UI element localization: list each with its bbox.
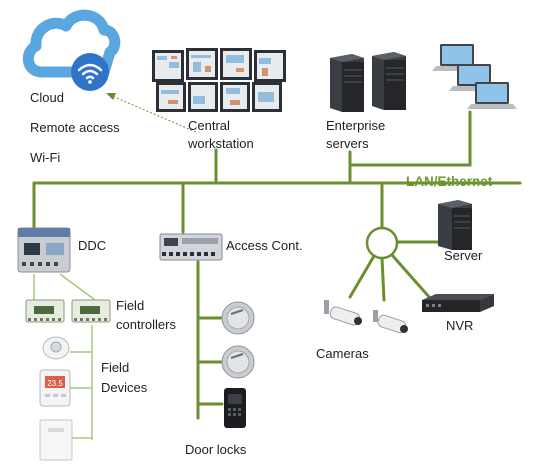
workstation-label-line1: Central (188, 118, 230, 133)
laptop-icon (449, 64, 499, 91)
smart-lock-icon (221, 345, 255, 379)
smart-lock-icon (221, 301, 255, 335)
laptops-uplink (348, 110, 472, 167)
wifi-label: Wi-Fi (30, 150, 61, 165)
remote-access-label: Remote access (30, 120, 120, 135)
svg-text:23.5: 23.5 (47, 379, 63, 388)
network-lines (32, 110, 522, 420)
ddc-device-icon (17, 227, 71, 273)
hub-to-camera-2 (380, 256, 386, 302)
server-label: Server (444, 248, 483, 263)
nvr-device-icon (422, 294, 494, 312)
door-locks-label: Door locks (185, 442, 247, 457)
enterprise-label-line2: servers (326, 136, 369, 151)
enterprise-servers-icon (330, 52, 406, 112)
access-controller-label: Access Cont. (226, 238, 303, 253)
cloud-link-arrow (106, 93, 197, 133)
smoke-detector-icon (42, 336, 70, 360)
field-devices-label-line2: Devices (101, 380, 148, 395)
network-switch-hub (365, 226, 399, 260)
ddc-label: DDC (78, 238, 107, 253)
sensor-box-icon (39, 419, 73, 461)
camera-icon (324, 300, 362, 326)
lan-label: LAN/Ethernet (406, 174, 493, 189)
field-controllers-label-line1: Field (116, 298, 145, 313)
laptops-icon (432, 44, 517, 109)
hub-to-camera-1 (348, 254, 376, 299)
field-controller-icon (71, 299, 111, 323)
field-bus-lines (33, 273, 96, 440)
thermostat-icon: 23.5 (39, 369, 71, 407)
workstation-monitors-icon (152, 48, 286, 112)
field-controllers-label-line2: controllers (116, 317, 176, 332)
cloud-icon (22, 9, 121, 78)
server-icon (438, 200, 472, 250)
enterprise-label-line1: Enterprise (326, 118, 386, 133)
hub-to-nvr (390, 253, 432, 300)
nvr-label: NVR (446, 318, 474, 333)
wifi-icon (71, 53, 109, 91)
keypad-reader-icon (224, 388, 246, 428)
workstation-label-line2: workstation (188, 136, 254, 151)
laptop-icon (467, 82, 517, 109)
field-devices-label-line1: Field (101, 360, 130, 375)
ddc-to-controller2 (59, 273, 96, 301)
field-controller-icon (25, 299, 65, 323)
cloud-label: Cloud (30, 90, 64, 105)
access-controller-icon (159, 233, 223, 261)
laptop-icon (432, 44, 482, 71)
cameras-label: Cameras (316, 346, 369, 361)
camera-icon (373, 310, 408, 334)
